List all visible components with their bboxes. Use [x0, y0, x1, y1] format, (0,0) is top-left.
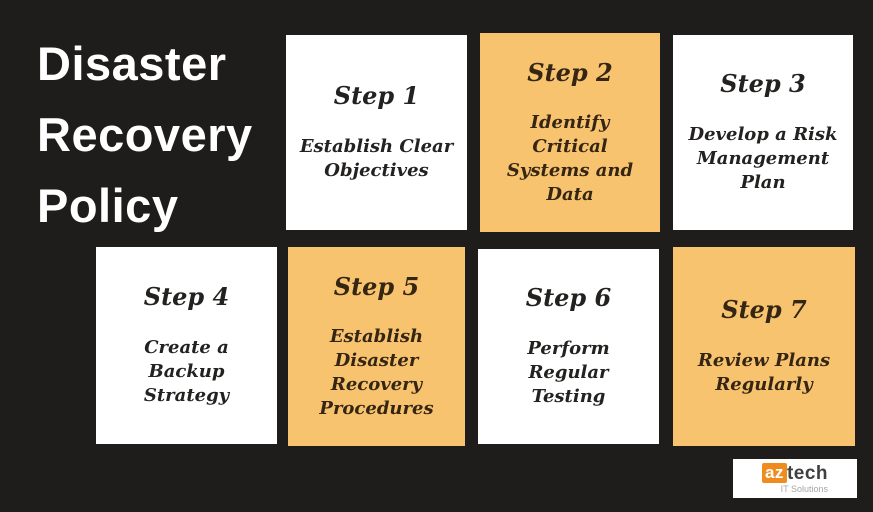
logo-tagline: IT Solutions — [780, 484, 829, 494]
step-description: Review Plans Regularly — [697, 350, 831, 395]
step-description: Create a Backup Strategy — [143, 337, 230, 406]
title-line-3: Policy — [37, 179, 179, 232]
step-label: Step 4 — [143, 282, 230, 312]
step-description: Establish Disaster Recovery Procedures — [319, 326, 434, 419]
step-label: Step 6 — [525, 283, 612, 313]
step-label: Step 3 — [720, 69, 806, 99]
step-description: Develop a Risk Management Plan — [688, 124, 838, 193]
title-line-2: Recovery — [37, 108, 253, 161]
step-description: Identify Critical Systems and Data — [506, 112, 634, 205]
step-card-2: Step 2 Identify Critical Systems and Dat… — [480, 33, 660, 232]
logo-az-badge: az — [761, 463, 787, 483]
step-description: Perform Regular Testing — [527, 338, 610, 407]
logo-tech-text: tech — [786, 462, 829, 484]
step-card-3: Step 3 Develop a Risk Management Plan — [673, 35, 853, 230]
step-label: Step 2 — [527, 57, 613, 87]
step-description: Establish Clear Objectives — [299, 136, 454, 181]
step-card-7: Step 7 Review Plans Regularly — [673, 247, 855, 446]
step-card-5: Step 5 Establish Disaster Recovery Proce… — [288, 247, 465, 446]
step-label: Step 5 — [333, 271, 420, 301]
page-title: Disaster Recovery Policy — [37, 28, 253, 241]
step-label: Step 7 — [721, 295, 807, 325]
title-line-1: Disaster — [37, 37, 227, 90]
step-card-6: Step 6 Perform Regular Testing — [478, 249, 659, 444]
step-card-1: Step 1 Establish Clear Objectives — [286, 35, 467, 230]
step-card-4: Step 4 Create a Backup Strategy — [96, 247, 277, 444]
step-label: Step 1 — [333, 81, 420, 111]
